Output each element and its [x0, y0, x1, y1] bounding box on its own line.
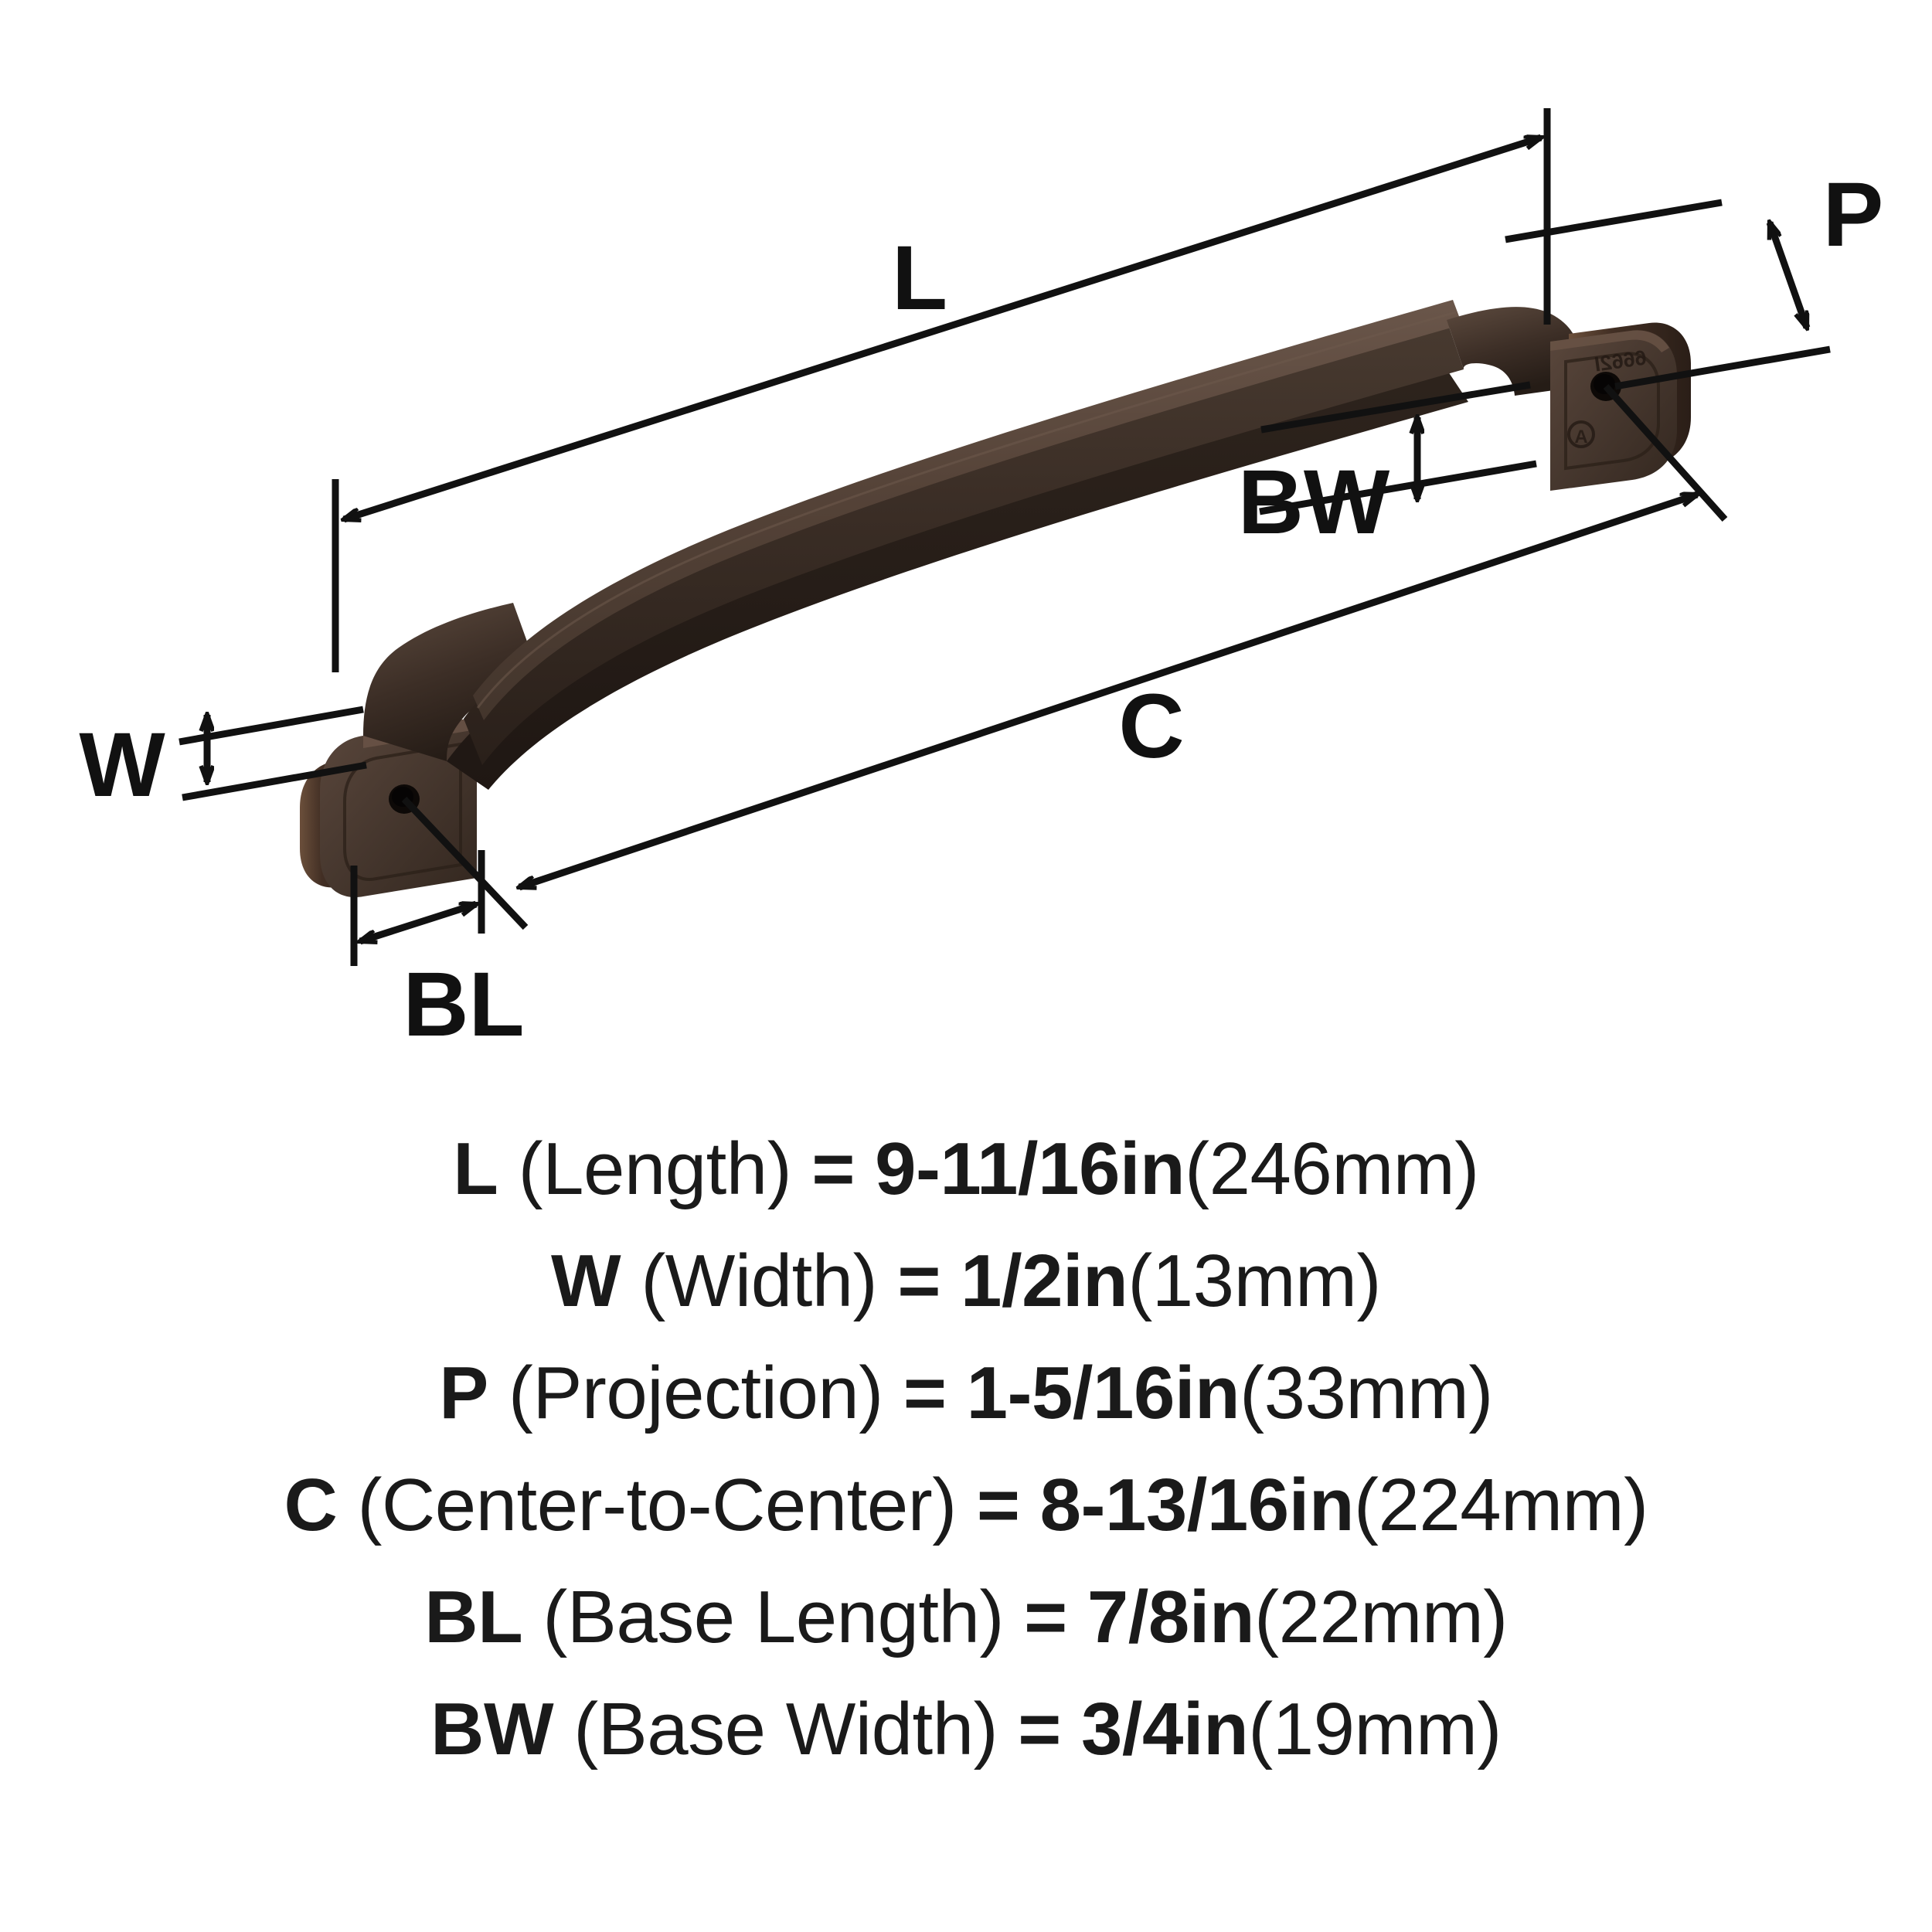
P-extension-lower: [1614, 345, 1831, 390]
spec-symbol: W: [551, 1240, 621, 1322]
P-extension-upper: [1505, 199, 1723, 243]
P-dimension-line: [1766, 223, 1811, 328]
spec-symbol: C: [284, 1464, 338, 1546]
spec-name: (Width): [641, 1240, 878, 1322]
spec-metric: (33mm): [1240, 1352, 1493, 1434]
spec-equals: =: [976, 1464, 1020, 1546]
spec-name: (Base Length): [543, 1576, 1004, 1658]
spec-equals: =: [897, 1240, 940, 1322]
label-BW: BW: [1238, 451, 1390, 553]
spec-imperial: 7/8in: [1087, 1576, 1255, 1658]
spec-metric: (13mm): [1128, 1240, 1381, 1322]
spec-metric: (19mm): [1248, 1688, 1502, 1770]
spec-imperial: 9-11/16in: [875, 1128, 1185, 1210]
spec-symbol: P: [439, 1352, 488, 1434]
dimension-annotations: [179, 108, 1831, 966]
spec-row-L: L (Length) = 9-11/16in(246mm): [0, 1113, 1932, 1225]
label-C: C: [1118, 675, 1184, 777]
spec-imperial: 8-13/16in: [1039, 1464, 1355, 1546]
spec-row-C: C (Center-to-Center) = 8-13/16in(224mm): [0, 1449, 1932, 1561]
label-BL: BL: [403, 954, 524, 1056]
spec-symbol: BL: [424, 1576, 523, 1658]
spec-symbol: L: [453, 1128, 498, 1210]
spec-name: (Base Width): [573, 1688, 998, 1770]
spec-equals: =: [811, 1128, 855, 1210]
BW-extension-upper: [1260, 381, 1531, 434]
product-technical-drawing: 6662I A: [79, 108, 1883, 1056]
W-extension-lower: [182, 761, 367, 801]
spec-row-W: W (Width) = 1/2in(13mm): [0, 1225, 1932, 1337]
spec-imperial: 3/4in: [1080, 1688, 1249, 1770]
dimension-labels: L P BW C W BL: [79, 164, 1883, 1056]
spec-name: (Center-to-Center): [357, 1464, 957, 1546]
spec-name: (Projection): [508, 1352, 883, 1434]
BL-dimension-line: [360, 900, 476, 945]
spec-metric: (224mm): [1353, 1464, 1648, 1546]
dimension-L: [332, 108, 1551, 672]
spec-equals: =: [903, 1352, 947, 1434]
spec-metric: (246mm): [1185, 1128, 1479, 1210]
label-L: L: [892, 227, 947, 329]
left-mounting-post: [300, 717, 477, 898]
left-elbow: [363, 603, 541, 761]
spec-imperial: 1/2in: [961, 1240, 1128, 1322]
spec-equals: =: [1024, 1576, 1067, 1658]
spec-imperial: 1-5/16in: [966, 1352, 1240, 1434]
C-leader-right: [1603, 383, 1728, 522]
svg-text:A: A: [1574, 427, 1587, 447]
specification-list: L (Length) = 9-11/16in(246mm) W (Width) …: [0, 1113, 1932, 1785]
spec-equals: =: [1018, 1688, 1061, 1770]
dimension-C: [401, 383, 1728, 930]
dimension-W: [179, 706, 367, 801]
spec-row-BW: BW (Base Width) = 3/4in(19mm): [0, 1673, 1932, 1785]
dimension-P: [1505, 199, 1831, 390]
spec-symbol: BW: [430, 1688, 554, 1770]
L-dimension-line: [344, 134, 1541, 523]
C-leader-left: [401, 796, 529, 930]
dimension-BL: [350, 850, 485, 966]
C-dimension-line: [519, 491, 1697, 891]
spec-metric: (22mm): [1254, 1576, 1508, 1658]
label-P: P: [1823, 164, 1884, 266]
spec-row-P: P (Projection) = 1-5/16in(33mm): [0, 1337, 1932, 1449]
spec-name: (Length): [518, 1128, 792, 1210]
post-logo-emboss: A: [1567, 420, 1595, 448]
label-W: W: [79, 714, 165, 816]
spec-row-BL: BL (Base Length) = 7/8in(22mm): [0, 1561, 1932, 1673]
